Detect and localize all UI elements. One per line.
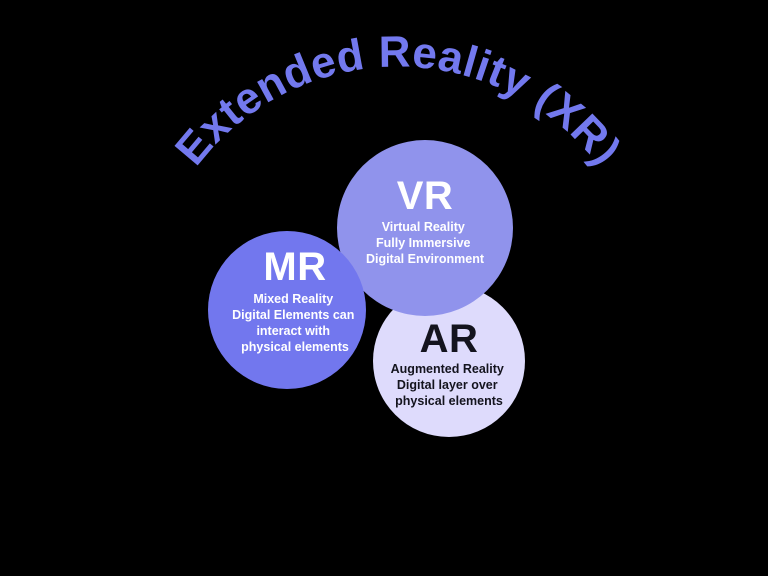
mr-desc-line-3: interact with bbox=[256, 324, 330, 338]
circle-group-ar[interactable]: AR Augmented Reality Digital layer over … bbox=[373, 285, 525, 437]
vr-desc-line-2: Fully Immersive bbox=[376, 236, 471, 250]
circle-group-vr[interactable]: VR Virtual Reality Fully Immersive Digit… bbox=[337, 140, 513, 316]
ar-circle-description: Augmented Reality Digital layer over phy… bbox=[391, 362, 508, 408]
mr-circle-label: MR bbox=[263, 245, 326, 289]
ar-desc-line-1: Augmented Reality bbox=[391, 362, 504, 376]
circle-group-mr[interactable]: MR Mixed Reality Digital Elements can in… bbox=[208, 231, 366, 389]
mr-circle-description: Mixed Reality Digital Elements can inter… bbox=[232, 292, 358, 354]
mr-circle-shape bbox=[208, 231, 366, 389]
mr-desc-line-1: Mixed Reality bbox=[253, 292, 333, 306]
vr-circle-description: Virtual Reality Fully Immersive Digital … bbox=[366, 220, 485, 266]
vr-circle-shape bbox=[337, 140, 513, 316]
ar-circle-shape bbox=[373, 285, 525, 437]
mr-desc-line-4: physical elements bbox=[241, 340, 349, 354]
vr-circle-label: VR bbox=[397, 174, 454, 218]
ar-circle-label: AR bbox=[420, 317, 479, 361]
mr-desc-line-2: Digital Elements can bbox=[232, 308, 354, 322]
ar-desc-line-2: Digital layer over bbox=[397, 378, 498, 392]
vr-desc-line-1: Virtual Reality bbox=[382, 220, 465, 234]
vr-desc-line-3: Digital Environment bbox=[366, 252, 485, 266]
ar-desc-line-3: physical elements bbox=[395, 394, 503, 408]
